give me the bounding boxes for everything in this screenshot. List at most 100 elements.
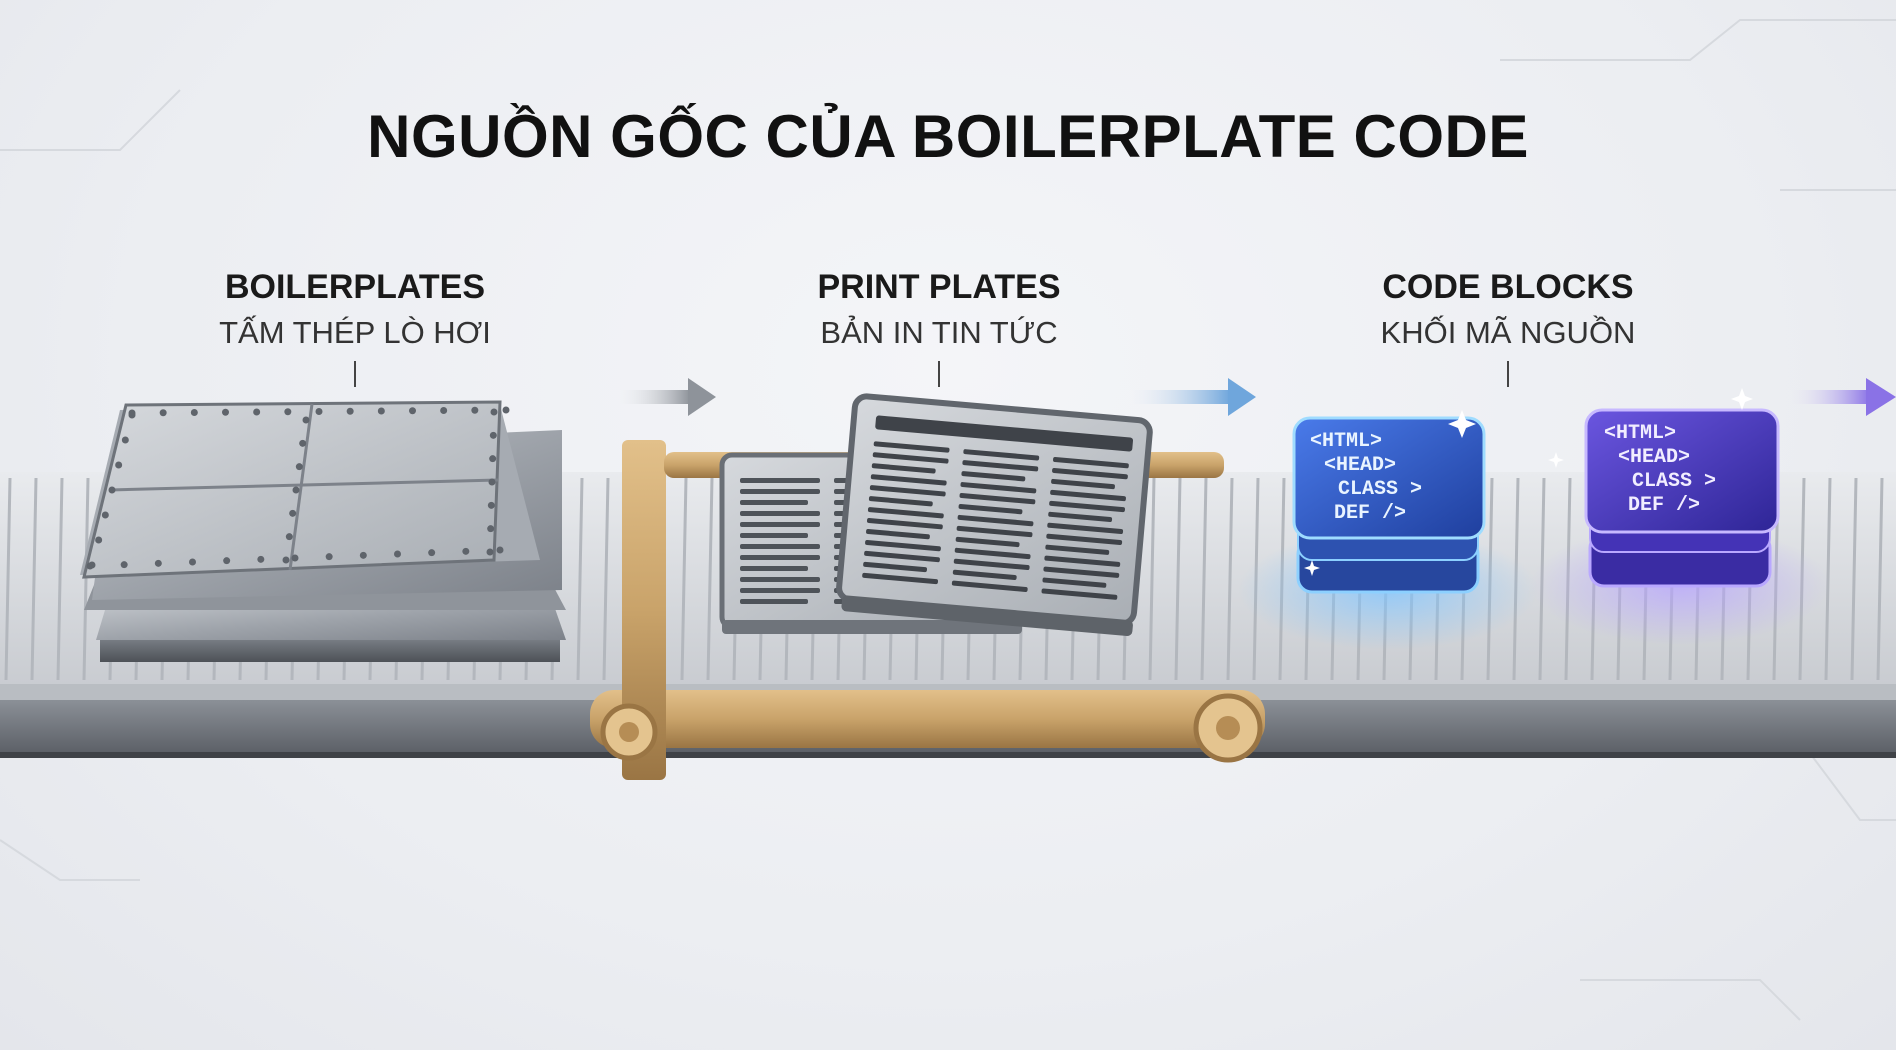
print-line — [740, 588, 820, 593]
label-pointer — [1507, 361, 1509, 387]
rivet — [394, 550, 401, 558]
code-line: CLASS > — [1632, 470, 1716, 493]
rivet — [440, 407, 448, 414]
code-line: <HEAD> — [1618, 446, 1690, 469]
print-line — [740, 577, 820, 582]
print-line — [740, 489, 820, 494]
rivet — [488, 478, 496, 486]
arrow-right-icon — [1130, 378, 1256, 416]
print-line — [1048, 511, 1113, 523]
print-line — [1047, 522, 1124, 535]
rivet — [471, 406, 479, 414]
rivet — [487, 525, 495, 533]
print-line — [864, 550, 940, 563]
code-line: <HTML> — [1310, 430, 1382, 453]
rivet — [222, 408, 229, 416]
code-line: <HEAD> — [1324, 454, 1396, 477]
rivet — [487, 501, 495, 509]
steel-boilerplate-stack — [80, 400, 566, 662]
rivet — [190, 409, 198, 416]
label-pointer — [354, 361, 356, 387]
label-pointer — [938, 361, 940, 387]
rivet — [115, 461, 123, 469]
rivet — [282, 556, 290, 564]
rivet — [409, 407, 416, 415]
print-headline — [875, 415, 1134, 452]
belt-slat — [706, 477, 714, 681]
print-line — [1045, 544, 1110, 555]
rivet — [295, 463, 303, 471]
print-line — [866, 518, 943, 530]
rivet — [325, 553, 333, 561]
rivet — [346, 407, 354, 415]
print-line — [1044, 555, 1121, 567]
print-line — [862, 572, 939, 585]
rivet — [257, 555, 265, 563]
stage-label-print-plates: PRINT PLATES BẢN IN TIN TỨC — [729, 268, 1149, 387]
print-line — [868, 496, 933, 507]
print-line — [1046, 533, 1123, 546]
print-line — [863, 561, 928, 573]
print-line — [955, 536, 1020, 548]
code-block-purple: <HTML><HEAD>CLASS >DEF /> — [1530, 408, 1830, 645]
print-line — [960, 482, 1037, 494]
print-line — [740, 478, 820, 483]
rivet — [315, 408, 323, 415]
rivet — [496, 546, 504, 554]
code-line: CLASS > — [1338, 478, 1422, 501]
rivet — [486, 548, 494, 556]
belt-slat — [602, 477, 610, 681]
rivet — [120, 561, 128, 569]
print-line — [872, 452, 949, 464]
print-line — [1052, 467, 1128, 480]
print-line — [740, 511, 820, 516]
stage-subtitle: TẤM THÉP LÒ HƠI — [219, 315, 491, 350]
print-line — [740, 522, 820, 527]
print-line — [873, 441, 950, 453]
belt-slat — [1850, 477, 1858, 681]
print-line — [956, 525, 1033, 538]
print-line — [869, 485, 946, 497]
page-title: NGUỒN GỐC CỦA BOILERPLATE CODE — [367, 103, 1529, 170]
print-line — [963, 449, 1040, 461]
print-line — [952, 569, 1017, 580]
rivet — [223, 557, 231, 565]
rivet — [121, 436, 129, 444]
belt-slat — [1876, 477, 1884, 681]
rivet — [292, 486, 300, 494]
rivet — [502, 406, 510, 414]
print-line — [1042, 577, 1107, 588]
rivet — [489, 455, 497, 463]
belt-slat — [30, 477, 38, 681]
print-line — [959, 493, 1036, 505]
rivet — [462, 547, 470, 555]
belt-slat — [680, 477, 688, 681]
rivet — [428, 549, 436, 557]
print-line — [954, 547, 1031, 560]
print-line — [961, 471, 1026, 482]
arrow-right-icon — [1790, 378, 1896, 416]
rivet — [101, 511, 109, 519]
print-plate-front — [836, 393, 1153, 636]
print-line — [1051, 478, 1115, 490]
rivet — [95, 536, 103, 544]
rivet — [291, 554, 299, 562]
stage-subtitle: KHỐI MÃ NGUỒN — [1380, 315, 1636, 350]
arrow-right-icon — [620, 378, 716, 416]
belt-slat — [1174, 477, 1182, 681]
belt-slat — [1148, 477, 1156, 681]
rivet — [159, 409, 167, 417]
print-line — [1041, 588, 1118, 600]
belt-slat — [1200, 477, 1208, 681]
code-line: DEF /> — [1628, 494, 1700, 517]
stage-title: CODE BLOCKS — [1382, 268, 1634, 306]
background-circuit-lines — [0, 19, 1896, 1021]
print-line — [870, 474, 947, 486]
print-line — [740, 544, 820, 549]
print-line — [871, 463, 936, 474]
print-line — [1049, 500, 1125, 513]
print-line — [962, 460, 1039, 472]
belt-slat — [576, 477, 584, 681]
stage-label-boilerplates: BOILERPLATES TẤM THÉP LÒ HƠI — [145, 268, 565, 387]
